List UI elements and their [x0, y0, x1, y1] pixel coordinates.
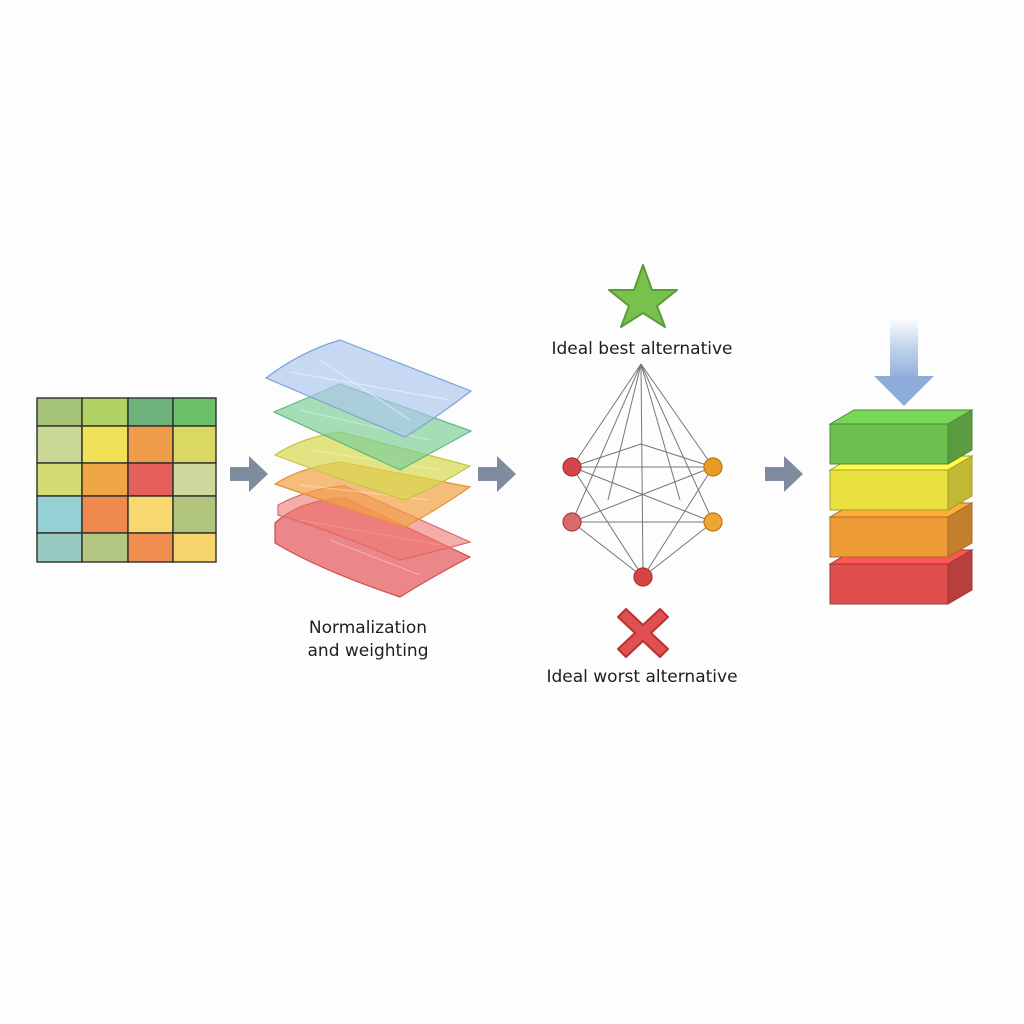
matrix-cell	[36, 495, 83, 534]
alternative-node	[562, 512, 582, 532]
matrix-cell	[172, 532, 217, 563]
matrix-cell	[172, 397, 217, 427]
normalization-caption-line1: Normalization	[308, 618, 428, 638]
normalization-caption-line2: and weighting	[307, 641, 429, 661]
matrix-cell	[81, 397, 129, 427]
matrix-cell	[172, 495, 217, 534]
arrow-down-icon	[874, 318, 934, 406]
layer-blue	[264, 339, 473, 438]
matrix-cell	[127, 462, 174, 497]
matrix-cell	[127, 495, 174, 534]
matrix-cell	[36, 397, 83, 427]
matrix-cell	[81, 462, 129, 497]
ideal-worst-label: Ideal worst alternative	[546, 667, 738, 687]
star-icon	[608, 264, 678, 328]
layer-yellow	[273, 431, 472, 501]
weighted-layers	[264, 339, 473, 598]
arrow-right-icon	[765, 456, 803, 492]
cross-icon	[617, 608, 669, 658]
arrow-right-icon	[230, 456, 268, 492]
matrix-cell	[127, 532, 174, 563]
ranking-block	[828, 409, 974, 465]
matrix-cell	[36, 462, 83, 497]
ranking-block	[828, 549, 974, 605]
ranking-stack	[828, 409, 974, 605]
alternative-node	[703, 457, 723, 477]
ranking-block	[828, 502, 974, 558]
alternative-node	[703, 512, 723, 532]
alternative-nodes	[562, 457, 723, 587]
matrix-cell	[36, 425, 83, 464]
alternative-node	[562, 457, 582, 477]
ideal-best-label: Ideal best alternative	[551, 339, 733, 359]
ranking-block	[828, 455, 974, 511]
matrix-cell	[127, 425, 174, 464]
matrix-cell	[172, 462, 217, 497]
matrix-cell	[36, 532, 83, 563]
normalization-caption: Normalization and weighting	[268, 617, 468, 663]
arrow-right-icon	[478, 456, 516, 492]
matrix-cell	[81, 532, 129, 563]
decision-matrix	[36, 397, 217, 563]
matrix-cell	[81, 425, 129, 464]
matrix-cell	[172, 425, 217, 464]
distance-network	[571, 363, 714, 578]
matrix-cell	[127, 397, 174, 427]
alternative-node	[633, 567, 653, 587]
matrix-cell	[81, 495, 129, 534]
